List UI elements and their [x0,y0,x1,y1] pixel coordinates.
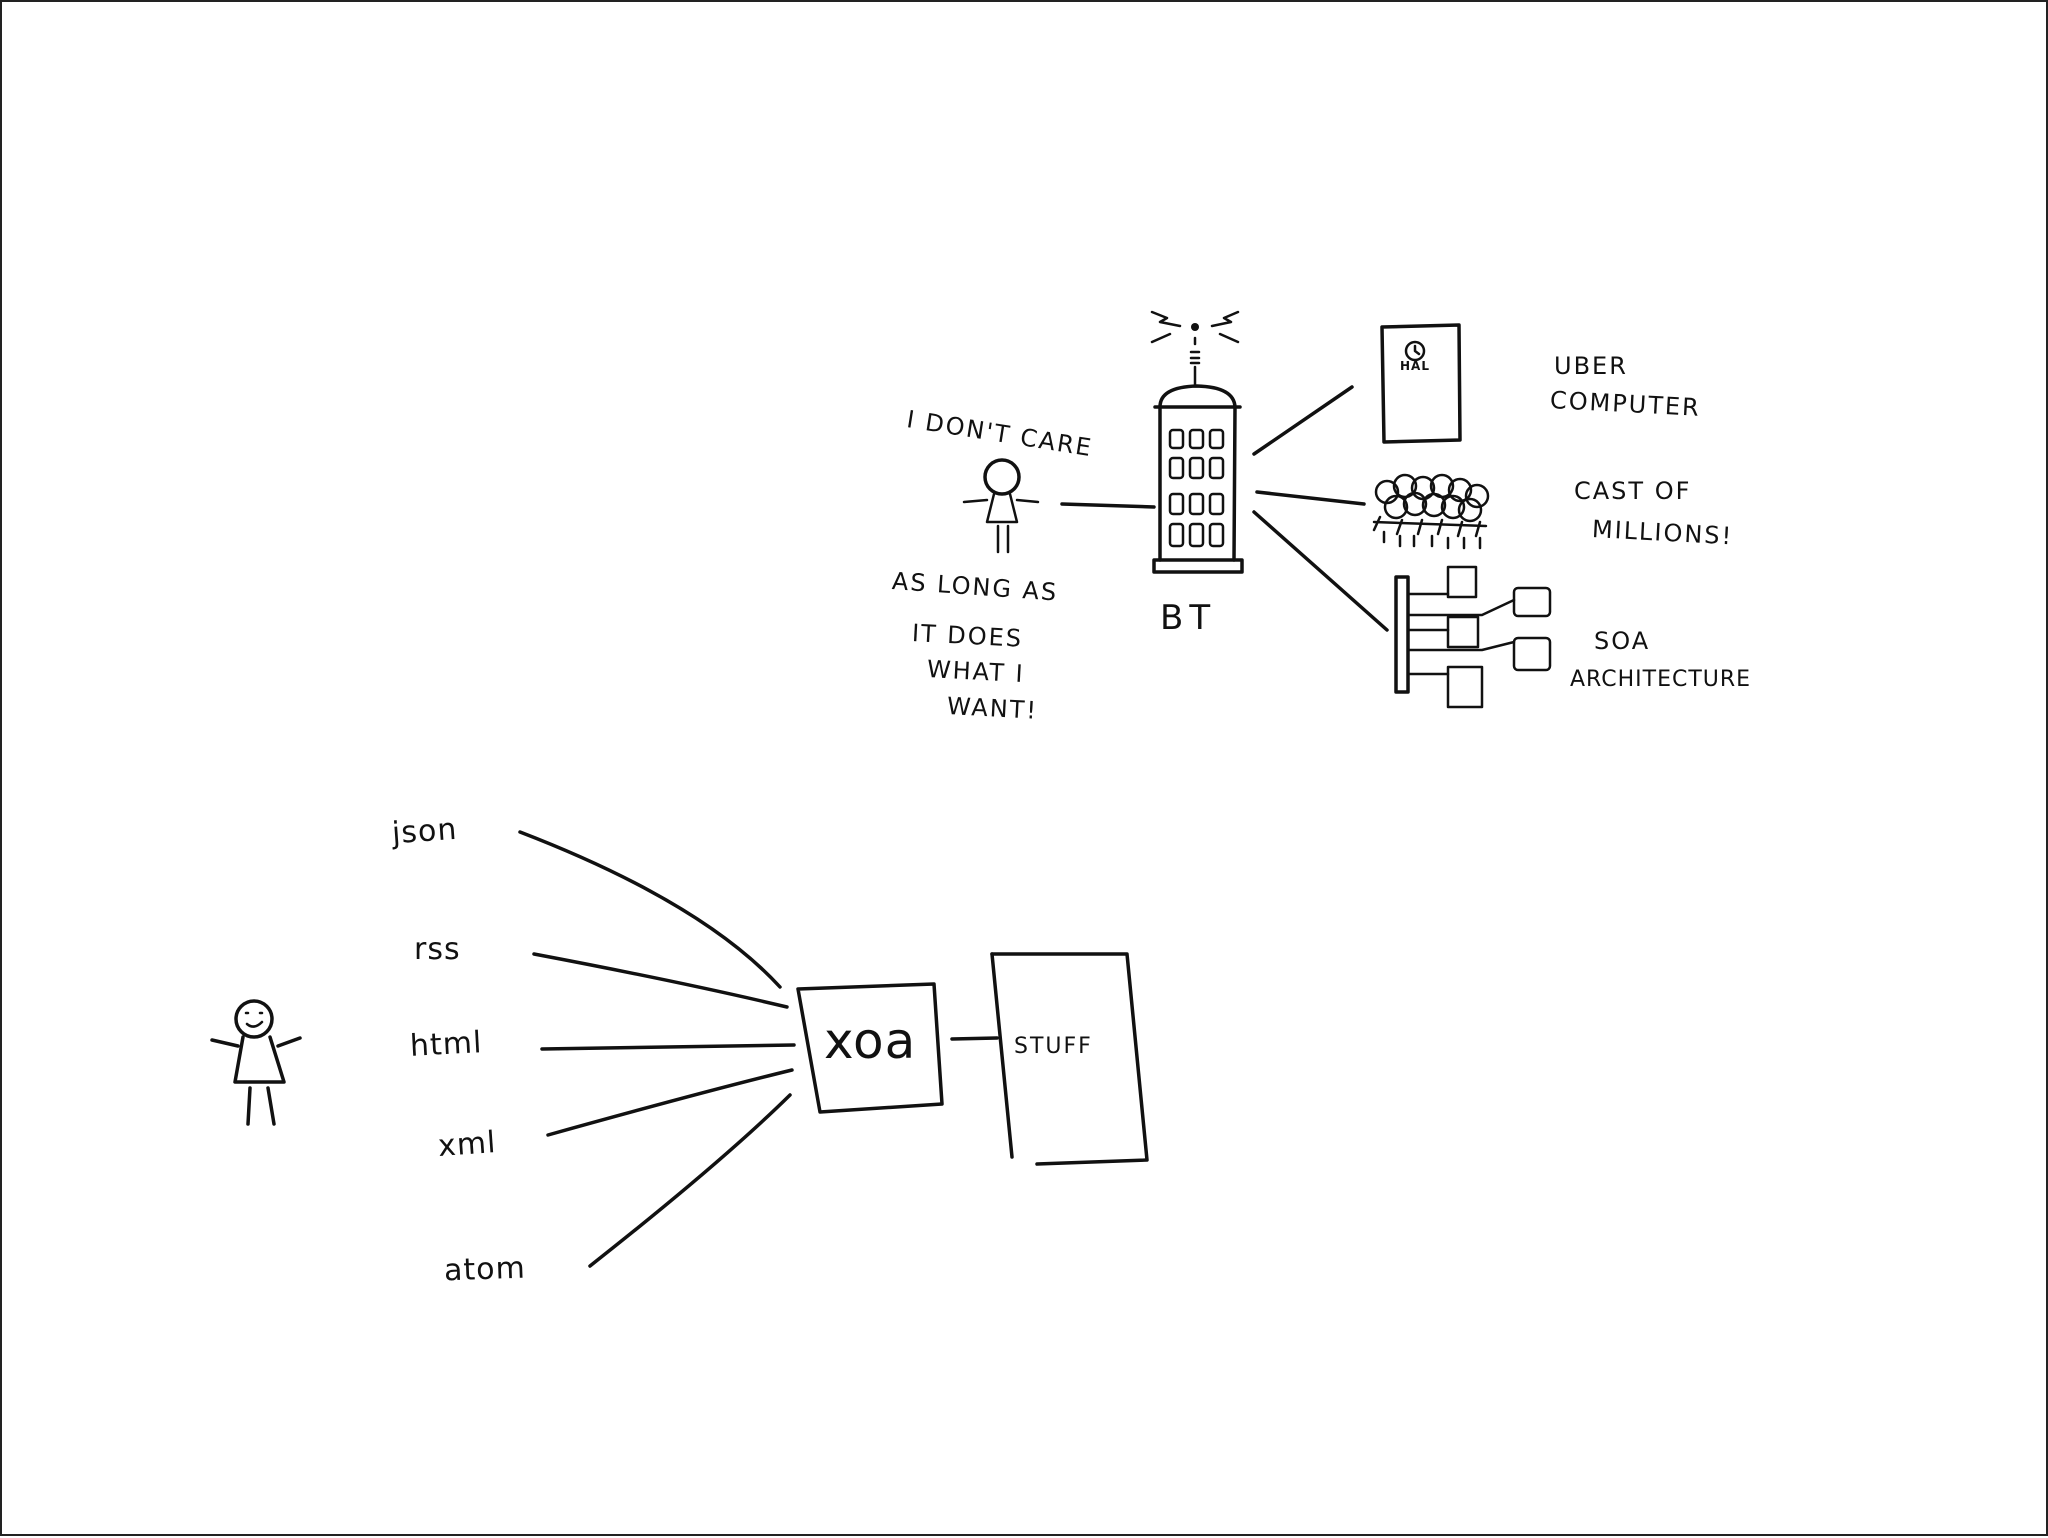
connector-user-tower [1060,502,1156,509]
connector-tower-crowd [1255,490,1366,506]
connector-tower-soa [1252,510,1389,632]
xoa-label: xoa [824,1012,917,1070]
xoa-box [796,982,944,1114]
tower-label: BT [1160,598,1217,638]
stuff-box-left-edge [990,952,1014,1159]
hal-label: HAL [1400,359,1430,373]
connector-xml [546,1068,794,1137]
format-html: html [409,1025,484,1064]
bt-tower-icon [1150,310,1244,574]
format-rss: rss [414,932,461,967]
stuff-box [990,952,1149,1166]
quote-line-3: WHAT I [926,655,1026,689]
user-figure-top [962,458,1040,554]
stuff-label: STUFF [1014,1034,1093,1059]
soa-architecture-icon [1394,565,1552,709]
format-json: json [390,811,459,852]
uber-label-1: UBER [1554,352,1628,380]
connector-html [540,1043,796,1051]
connector-xoa-stuff [950,1036,999,1041]
connector-json [518,830,782,989]
connector-atom [588,1093,792,1268]
crowd-icon [1372,473,1490,550]
cast-label-1: CAST OF [1574,477,1692,505]
connector-rss [532,952,789,1009]
format-xml: xml [436,1125,498,1164]
user-figure-bottom [210,999,302,1126]
quote-line-2: IT DOES [911,619,1024,653]
connector-tower-hal [1252,385,1354,456]
quote-line-4: WANT! [946,692,1039,725]
format-atom: atom [443,1250,527,1289]
soa-label-2: ARCHITECTURE [1570,667,1752,692]
soa-label-1: SOA [1594,627,1651,655]
hal-computer-icon [1380,323,1462,444]
